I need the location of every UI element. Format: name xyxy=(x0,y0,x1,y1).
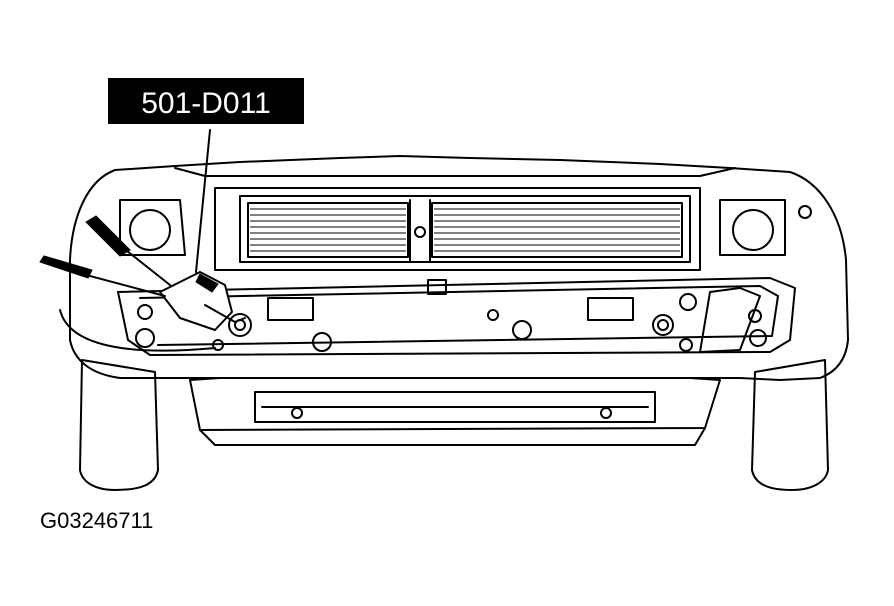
beam-slot-left xyxy=(267,297,314,321)
front-body-outline xyxy=(69,155,849,381)
grille-fastener xyxy=(414,226,426,238)
radiator-core-left xyxy=(247,202,409,258)
beam-hole-1 xyxy=(487,309,499,321)
left-front-tire xyxy=(79,359,159,491)
beam-hole-2 xyxy=(512,320,532,340)
tool-grips xyxy=(39,215,219,293)
beam-slot-right xyxy=(587,297,634,321)
radiator-core-right xyxy=(431,202,683,258)
right-front-tire xyxy=(751,359,829,491)
lower-fastener-right xyxy=(600,407,612,419)
beam-hole-8 xyxy=(749,329,767,347)
right-fender-fastener xyxy=(798,205,812,219)
lower-bumper-edge xyxy=(199,427,706,446)
tool-callout: 501-D011 xyxy=(108,78,304,124)
beam-hole-11 xyxy=(212,339,224,351)
beam-hole-5 xyxy=(679,293,697,311)
callout-leader-line xyxy=(195,129,211,273)
figure-id: G03246711 xyxy=(40,508,154,533)
tool-strap xyxy=(204,304,246,323)
radiator-fins xyxy=(250,208,680,252)
upper-body-edge xyxy=(174,167,736,177)
grille-inner-frame xyxy=(239,195,691,263)
tool-head-dark xyxy=(195,273,219,293)
beam-hole-6 xyxy=(679,338,693,352)
right-headlamp-recess xyxy=(719,199,786,256)
bumper-beam xyxy=(117,277,796,356)
left-headlamp-recess xyxy=(119,199,186,256)
lower-fastener-left xyxy=(291,407,303,419)
beam-tab-center xyxy=(427,279,447,295)
left-headlamp-bezel xyxy=(129,209,171,251)
lower-grille-opening xyxy=(254,391,656,423)
beam-hole-3 xyxy=(312,332,332,352)
tool-lower-hose xyxy=(59,309,216,352)
grille-frame xyxy=(214,187,701,271)
beam-right-bracket xyxy=(699,287,761,353)
beam-hole-9 xyxy=(137,304,153,320)
beam-hole-10 xyxy=(135,328,155,348)
upper-grip xyxy=(85,215,131,257)
bumper-beam-inner-edge xyxy=(139,285,779,346)
callout-box xyxy=(108,78,304,124)
callout-label: 501-D011 xyxy=(141,87,271,120)
tool-body xyxy=(159,271,233,331)
beam-hole-4-inner xyxy=(657,319,669,331)
right-headlamp-bezel xyxy=(732,209,774,251)
beam-bolt-ring xyxy=(228,313,252,337)
beam-hole-4 xyxy=(652,314,674,336)
lower-grip xyxy=(39,255,93,279)
